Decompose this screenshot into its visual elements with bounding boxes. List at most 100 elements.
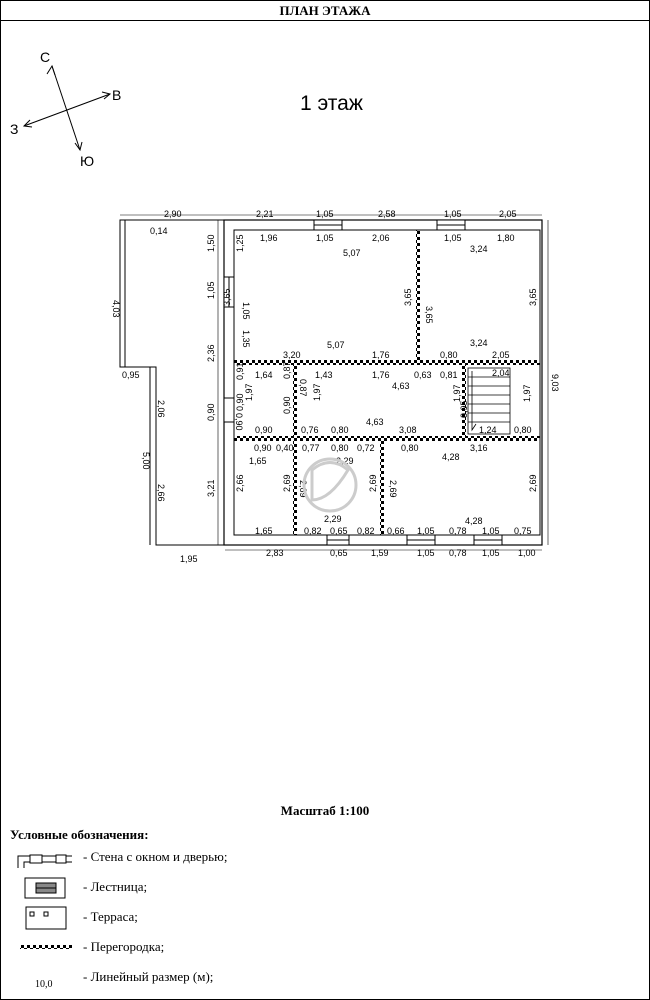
dim-left-1: 4,03: [111, 300, 121, 318]
dim-left-3: 1,05: [206, 281, 216, 299]
dim-left-9: 2,66: [156, 484, 166, 502]
dim-left-2: 1,50: [206, 234, 216, 252]
dim-room-64: 1,05: [417, 526, 435, 536]
dim-room-63: 0,66: [387, 526, 405, 536]
dim-room-51: 2,66: [235, 474, 245, 492]
dim-room-30: 0,90: [282, 396, 292, 414]
dim-bottom-2: 2,83: [266, 548, 284, 558]
dim-room-12: 3,20: [283, 350, 301, 360]
dim-room-2: 5,07: [327, 340, 345, 350]
windows: [223, 219, 503, 546]
dim-room-14: 0,80: [440, 350, 458, 360]
dim-room-15: 2,05: [492, 350, 510, 360]
dim-top-2: 2,21: [256, 209, 274, 219]
compass-north-label: С: [40, 49, 50, 65]
dim-top-1: 2,90: [164, 209, 182, 219]
dim-left-7: 2,06: [156, 400, 166, 418]
legend-item-stair: - Лестница;: [83, 879, 148, 894]
dim-room-16: 1,64: [255, 370, 273, 380]
dim-room-22: 0,81: [440, 370, 458, 380]
compass: [22, 64, 112, 152]
dim-room-13: 1,76: [372, 350, 390, 360]
dim-room-52: 2,69: [282, 474, 292, 492]
dim-room-42: 0,40: [276, 443, 294, 453]
dim-room-45: 0,72: [357, 443, 375, 453]
legend-item-wall: - Стена с окном и дверью;: [83, 849, 228, 864]
dim-right-1: 9,03: [550, 374, 560, 392]
dim-top-inner-5: 1,05: [444, 233, 462, 243]
dim-room-3: 1,25: [235, 234, 245, 252]
dim-room-36: 4,63: [366, 417, 384, 427]
dim-top-inner-3: 1,05: [316, 233, 334, 243]
dim-room-32: 0,95: [459, 400, 469, 418]
dim-bottom-7: 1,05: [482, 548, 500, 558]
dim-top-inner-1: 0,14: [150, 226, 168, 236]
dim-room-34: 1,24: [479, 425, 497, 435]
dim-room-28: 0,90: [235, 393, 245, 411]
dim-room-17: 0,91: [235, 362, 245, 380]
dim-room-67: 0,75: [514, 526, 532, 536]
dim-top-3: 1,05: [316, 209, 334, 219]
legend-item-terrace: - Терраса;: [83, 909, 138, 924]
dim-room-47: 3,16: [470, 443, 488, 453]
dim-room-54: 2,69: [368, 474, 378, 492]
dim-room-31: 1,97: [452, 384, 462, 402]
legend-terrace-sample: [25, 906, 67, 930]
watermark-logo: [302, 457, 358, 513]
dim-room-58: 4,28: [465, 516, 483, 526]
compass-east-label: В: [112, 87, 121, 103]
dim-room-49: 2,29: [336, 456, 354, 466]
dim-room-37: 0,90: [255, 425, 273, 435]
dim-bottom-3: 0,65: [330, 548, 348, 558]
terrace-outline: [119, 219, 224, 546]
legend-item-dimension: - Линейный размер (м);: [83, 969, 214, 984]
dim-room-48: 1,65: [249, 456, 267, 466]
dim-top-4: 2,58: [378, 209, 396, 219]
dim-bottom-4: 1,59: [371, 548, 389, 558]
dim-left-5: 0,90: [206, 403, 216, 421]
dim-room-6: 1,35: [241, 330, 251, 348]
dim-room-39: 0,80: [331, 425, 349, 435]
dim-room-35: 0,80: [514, 425, 532, 435]
dim-room-59: 1,65: [255, 526, 273, 536]
dim-room-4: 1,05: [241, 302, 251, 320]
dim-top-inner-4: 2,06: [372, 233, 390, 243]
dim-room-8: 3,65: [424, 306, 434, 324]
dim-left-6: 3,21: [206, 479, 216, 497]
legend-wall-sample: [17, 854, 72, 868]
legend-title: Условные обозначения:: [10, 827, 149, 842]
legend-item-partition: - Перегородка;: [83, 939, 165, 954]
legend-dimension-sample: 10,0: [35, 979, 53, 990]
stair: [467, 367, 511, 435]
dim-room-26: 0,87: [298, 379, 308, 397]
scale-label: Масштаб 1:100: [280, 803, 370, 818]
dim-room-38: 0,76: [301, 425, 319, 435]
dim-room-23: 2,04: [492, 368, 510, 378]
legend-partition-sample: [20, 945, 72, 949]
dim-room-25: 1,97: [244, 383, 254, 401]
dim-bottom-6: 0,78: [449, 548, 467, 558]
exterior-walls: [223, 219, 543, 546]
dim-room-40: 3,08: [399, 425, 417, 435]
legend-stair-sample: [24, 877, 66, 899]
dim-left-4: 2,36: [206, 344, 216, 362]
dim-room-66: 1,05: [482, 526, 500, 536]
dim-room-62: 0,82: [357, 526, 375, 536]
dimension-lines: [120, 214, 549, 551]
dim-room-1: 5,07: [343, 248, 361, 258]
dim-room-60: 0,82: [304, 526, 322, 536]
dim-bottom-8: 1,00: [518, 548, 536, 558]
dim-room-7: 3,65: [403, 288, 413, 306]
dim-top-6: 2,05: [499, 209, 517, 219]
dim-room-43: 0,77: [302, 443, 320, 453]
dim-room-20: 1,76: [372, 370, 390, 380]
dim-room-50: 4,28: [442, 452, 460, 462]
dim-room-56: 2,69: [528, 474, 538, 492]
dim-top-5: 1,05: [444, 209, 462, 219]
dim-room-29: 0,90: [234, 413, 244, 431]
dim-room-24: 4,63: [392, 381, 410, 391]
dim-room-46: 0,80: [401, 443, 419, 453]
dim-room-21: 0,63: [414, 370, 432, 380]
floor-label: 1 этаж: [300, 92, 363, 115]
